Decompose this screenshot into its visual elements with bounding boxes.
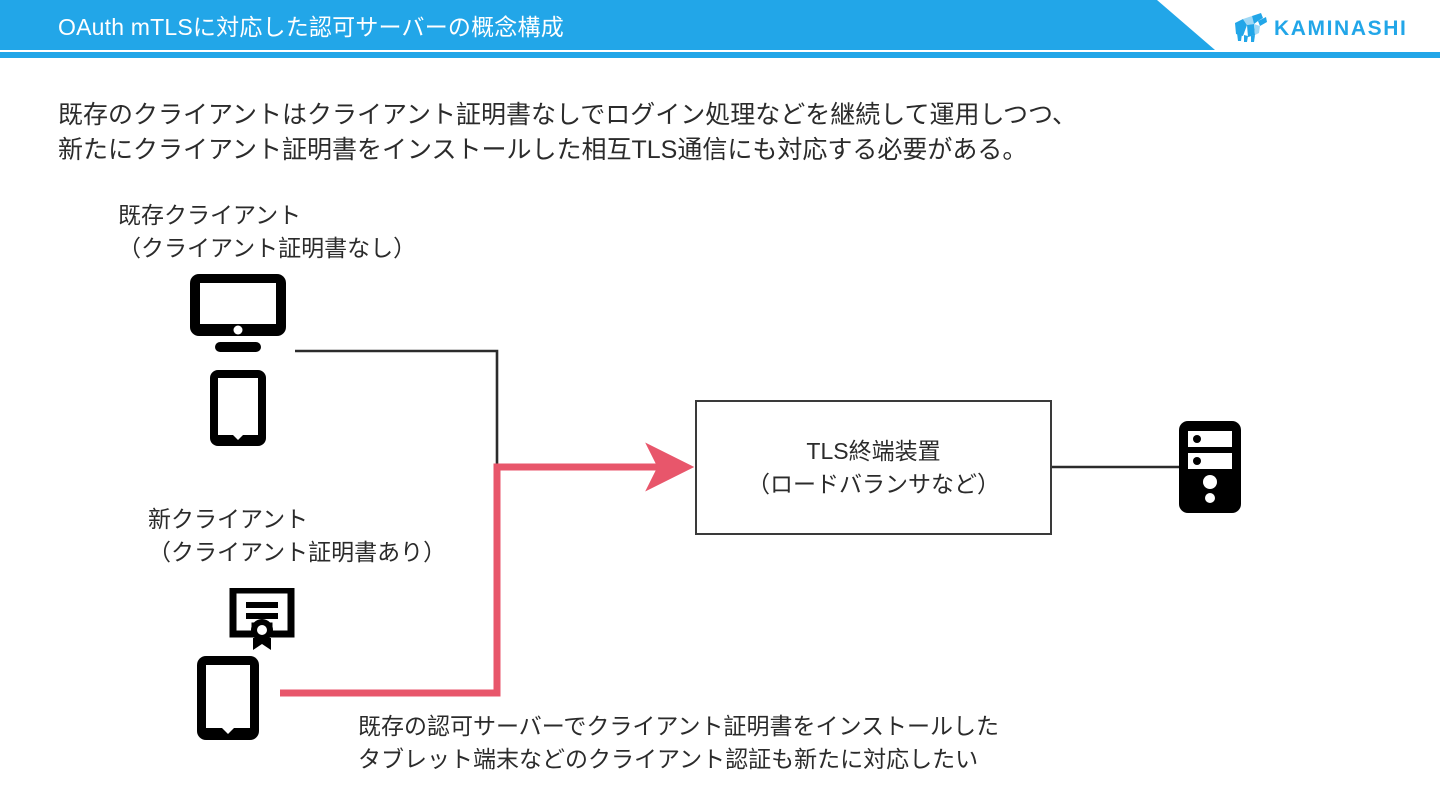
new-client-label: 新クライアント （クライアント証明書あり） <box>148 506 447 565</box>
page-header: OAuth mTLSに対応した認可サーバーの概念構成 KAMINASHI <box>0 0 1440 58</box>
tls-box-line-2: （ロードバランサなど） <box>747 470 1000 497</box>
tablet-icon-existing <box>209 369 267 447</box>
goat-logo-icon <box>1234 13 1268 43</box>
brand-logo-text: KAMINASHI <box>1274 16 1408 40</box>
server-tower-icon <box>1178 420 1242 514</box>
brand-logo: KAMINASHI <box>1234 11 1424 45</box>
existing-client-label: 既存クライアント （クライアント証明書なし） <box>118 202 417 261</box>
diagram-caption: 既存の認可サーバーでクライアント証明書をインストールした タブレット端末などのク… <box>358 713 1000 772</box>
tablet-icon-new <box>196 655 260 741</box>
header-accent-rule <box>0 52 1440 58</box>
page-title: OAuth mTLSに対応した認可サーバーの概念構成 <box>58 14 564 40</box>
lead-paragraph: 既存のクライアントはクライアント証明書なしでログイン処理などを継続して運用しつつ… <box>58 101 1078 164</box>
tls-termination-box: TLS終端装置 （ロードバランサなど） <box>695 400 1052 535</box>
tls-box-line-1: TLS終端装置 <box>806 437 941 464</box>
desktop-monitor-icon <box>188 272 288 352</box>
certificate-icon <box>229 588 295 650</box>
header-band <box>0 0 1215 50</box>
